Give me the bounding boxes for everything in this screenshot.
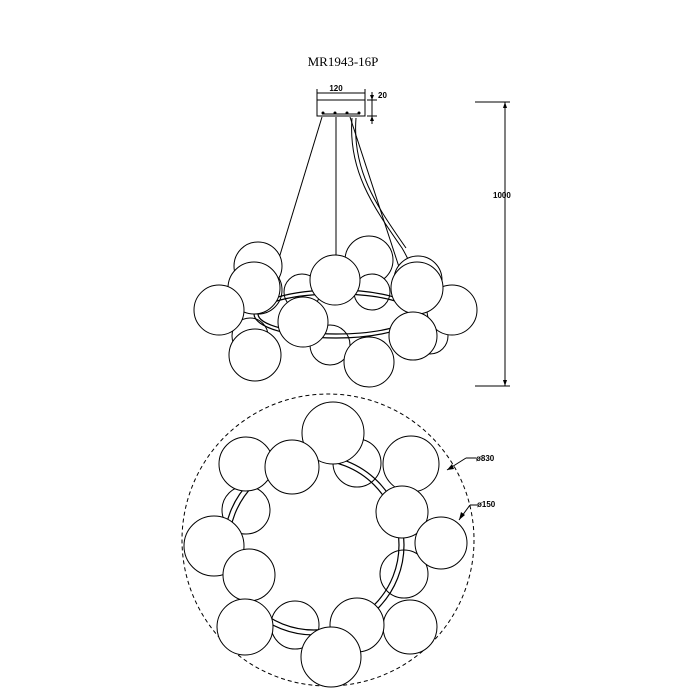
globe-front-6 [390,261,444,315]
suspension-cable-right [349,116,401,271]
outer-diameter-label: ø830 [476,454,495,463]
canopy-height-label: 20 [378,91,387,100]
globe-front-10 [343,336,395,388]
canopy [316,99,366,117]
suspension-cable-left [272,116,323,279]
canopy-width-label: 120 [329,84,343,93]
top-globe-10 [216,598,274,656]
top-view: ø830 ø150 [181,393,496,688]
total-height-label: 1000 [493,191,511,200]
top-globe-8 [222,548,276,602]
top-globe-12 [300,626,362,688]
globe-front-7 [277,296,329,348]
top-globe-9 [382,599,438,655]
ball-diameter-label: ø150 [477,500,496,509]
globe-front-3 [193,284,245,336]
top-globe-5 [375,485,429,539]
model-title: MR1943-16P [308,54,379,69]
outer-diameter-circle [181,393,475,687]
top-globe-4 [382,435,440,493]
top-globe-3 [264,439,320,495]
top-globe-1 [301,401,365,465]
top-globe-6 [414,516,468,570]
globe-front-8 [388,311,438,361]
globe-front-4 [309,254,361,306]
globe-front-9 [228,328,282,382]
side-view: 120 20 [193,84,511,388]
